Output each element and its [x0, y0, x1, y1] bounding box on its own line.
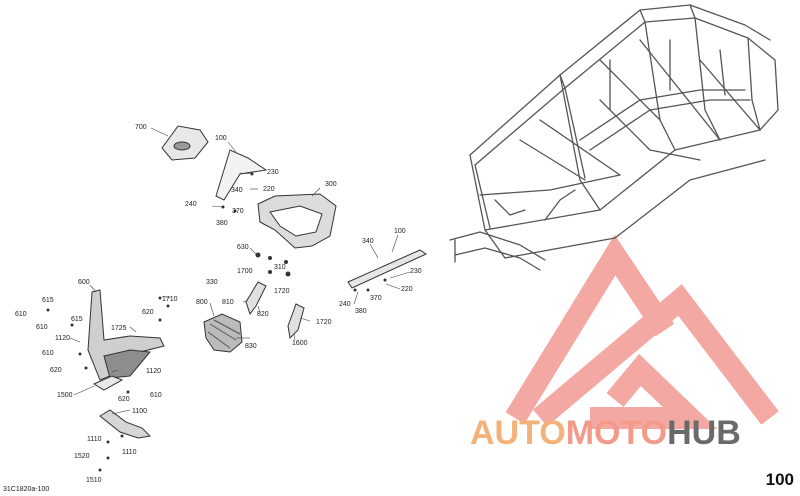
callout-830: 830	[245, 343, 257, 350]
watermark-hub: HUB	[667, 414, 741, 452]
leader-lines	[69, 127, 411, 415]
part-1700-bracket	[245, 281, 267, 316]
part-1100-skid	[99, 409, 152, 439]
callout-1710: 1710	[162, 296, 178, 303]
callout-380-b: 380	[355, 308, 367, 315]
callout-100-b: 100	[394, 228, 406, 235]
callout-1700: 1700	[237, 268, 253, 275]
callout-380: 380	[216, 220, 228, 227]
diagram-code: 31C1820a-100	[3, 486, 50, 493]
part-800-grille	[203, 313, 243, 353]
callout-620: 620	[142, 309, 154, 316]
callout-600: 600	[78, 279, 90, 286]
callout-310: 310	[274, 264, 286, 271]
callout-1110: 1110	[87, 436, 102, 443]
callout-800: 800	[196, 299, 208, 306]
watermark-text: AUTOMOTOHUB	[470, 414, 741, 453]
part-1720-bracket	[287, 303, 305, 340]
callout-615: 615	[42, 297, 54, 304]
page-number: 100	[765, 470, 794, 489]
callout-300: 300	[325, 181, 337, 188]
callout-820: 820	[257, 311, 269, 318]
callout-240-b: 240	[339, 301, 351, 308]
callout-220-b: 220	[401, 286, 413, 293]
callout-630: 630	[237, 244, 249, 251]
callout-370-b: 370	[370, 295, 382, 302]
callout-1720: 1720	[274, 288, 290, 295]
roll-cage-frame	[449, 4, 779, 271]
part-1500-plate	[92, 375, 124, 391]
callout-370: 370	[232, 208, 244, 215]
callout-1720-b: 1720	[316, 319, 332, 326]
callout-330: 330	[206, 279, 218, 286]
callout-615-b: 615	[71, 316, 83, 323]
callout-610-b: 610	[36, 324, 48, 331]
callout-340-b: 340	[362, 238, 374, 245]
callout-1110-b: 1110	[122, 449, 137, 456]
callout-1120-b: 1120	[146, 368, 162, 375]
callout-610-d: 610	[150, 392, 162, 399]
part-700-cover	[161, 125, 209, 161]
callout-620-b: 620	[50, 367, 62, 374]
part-600-bumper	[87, 289, 165, 381]
fastener-dots	[46, 172, 387, 472]
callout-700: 700	[135, 124, 147, 131]
callout-1100: 1100	[132, 408, 148, 415]
callout-610-c: 610	[42, 350, 54, 357]
callout-620-c: 620	[118, 396, 130, 403]
callout-1510: 1510	[86, 477, 102, 484]
callout-220: 220	[263, 186, 275, 193]
callout-240: 240	[185, 201, 197, 208]
callout-340: 340	[231, 187, 243, 194]
callout-810: 810	[222, 299, 234, 306]
part-300-panel	[257, 193, 337, 249]
callout-100: 100	[215, 135, 227, 142]
part-100-shield	[215, 149, 268, 201]
watermark-logo	[505, 234, 779, 429]
part-100-trim-strip	[347, 249, 428, 289]
callout-230-b: 230	[410, 268, 422, 275]
callout-230: 230	[267, 169, 279, 176]
watermark-auto: AUTO	[470, 414, 566, 452]
callout-1120: 1120	[55, 335, 71, 342]
callout-1520: 1520	[74, 453, 90, 460]
callout-1500: 1500	[57, 392, 73, 399]
callout-1600: 1600	[292, 340, 308, 347]
watermark-moto: MOTO	[565, 414, 668, 452]
callout-610: 610	[15, 311, 27, 318]
callout-1725: 1725	[111, 325, 127, 332]
